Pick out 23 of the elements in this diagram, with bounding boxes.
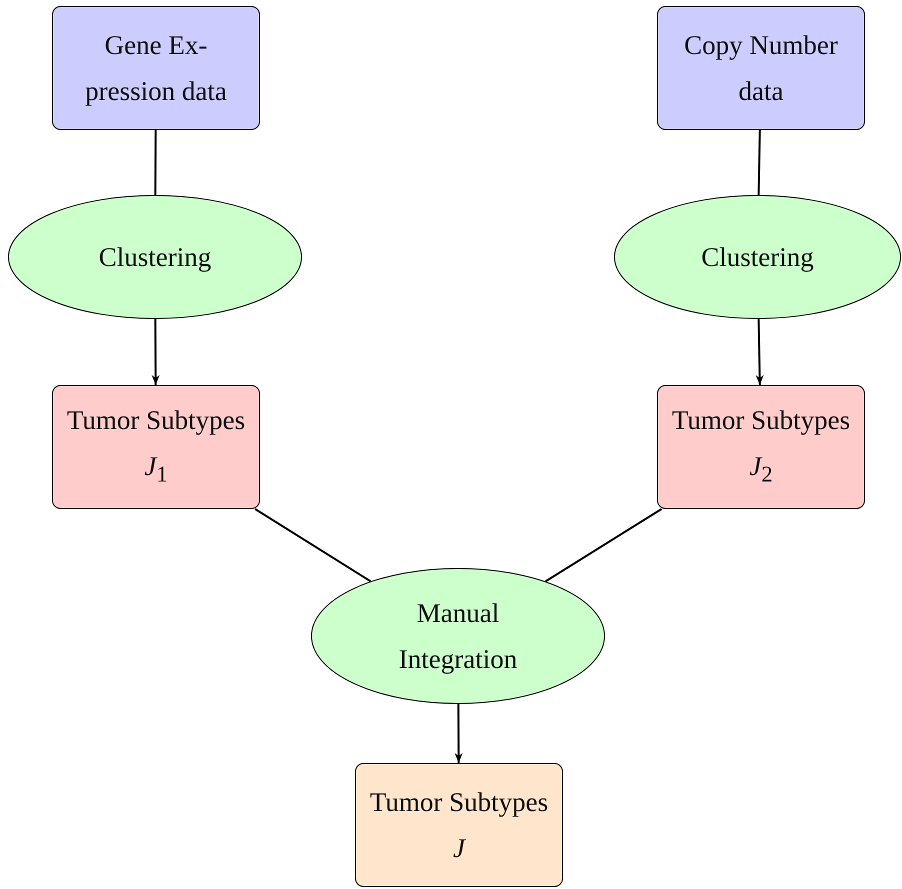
data-box: [355, 763, 563, 887]
node-label: Manual Integration: [398, 597, 518, 676]
node-label: Tumor Subtypes J$_{1}$: [66, 404, 246, 488]
process-ellipse: [8, 195, 302, 319]
node-label: Clustering: [98, 241, 212, 274]
arrow: [756, 318, 764, 386]
connector-line: [154, 130, 157, 195]
data-box: [52, 6, 260, 130]
node-label: Gene Ex- pression data: [84, 29, 228, 108]
connector-line: [758, 130, 761, 196]
node-label: Clustering: [700, 241, 815, 274]
process-ellipse: [311, 568, 605, 704]
arrow: [152, 319, 160, 385]
node-label: Tumor Subtypes J$_{2}$: [670, 404, 852, 488]
data-box: [52, 385, 260, 509]
data-box: [657, 6, 865, 130]
node-label: Tumor Subtypes J: [368, 786, 550, 865]
process-ellipse: [614, 195, 901, 319]
data-box: [657, 385, 865, 509]
node-label: Copy Number data: [683, 29, 839, 108]
connector-line: [545, 508, 662, 582]
connector-line: [254, 508, 372, 582]
arrow: [454, 704, 463, 763]
